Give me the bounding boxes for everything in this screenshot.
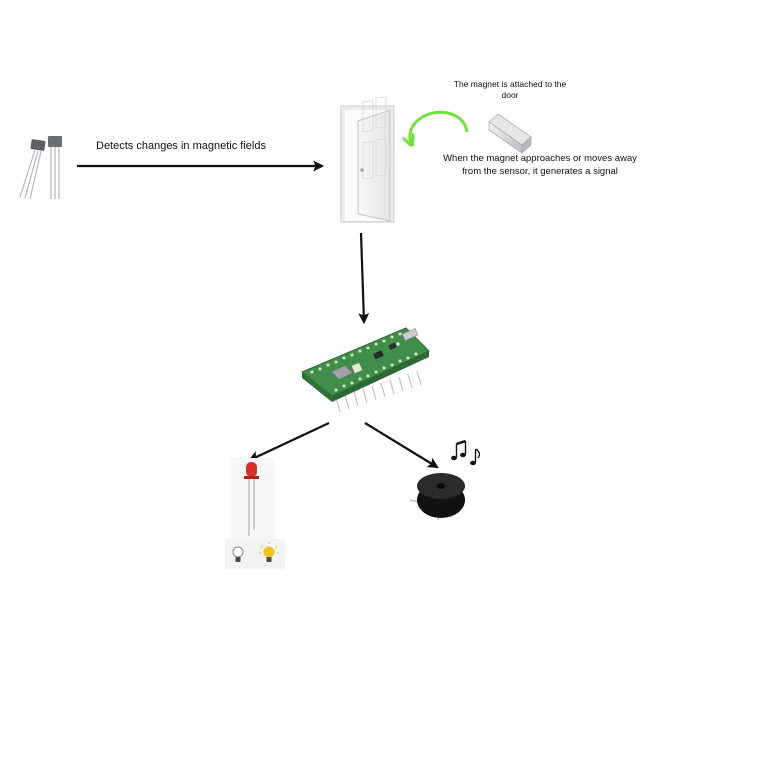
arrow-board-to-led	[248, 422, 330, 462]
detects-label: Detects changes in magnetic fields	[96, 140, 266, 152]
microcontroller-board-icon	[301, 327, 430, 413]
arrow-door-to-board	[358, 232, 370, 325]
hall-effect-sensor-icon	[19, 136, 62, 200]
bulb-off-icon	[225, 539, 285, 569]
red-led-icon	[231, 458, 275, 540]
door-icon	[340, 96, 395, 223]
magnet-attached-label: The magnet is attached to the door	[453, 79, 567, 101]
bulb-on-icon	[259, 542, 279, 562]
arrow-board-to-buzzer	[364, 422, 439, 469]
music-notes-icon	[451, 439, 481, 466]
rotation-arrow	[410, 110, 469, 143]
buzzer-icon	[409, 473, 465, 521]
signal-description-label: When the magnet approaches or moves away…	[443, 153, 637, 177]
magnet-bar-icon	[488, 113, 532, 154]
